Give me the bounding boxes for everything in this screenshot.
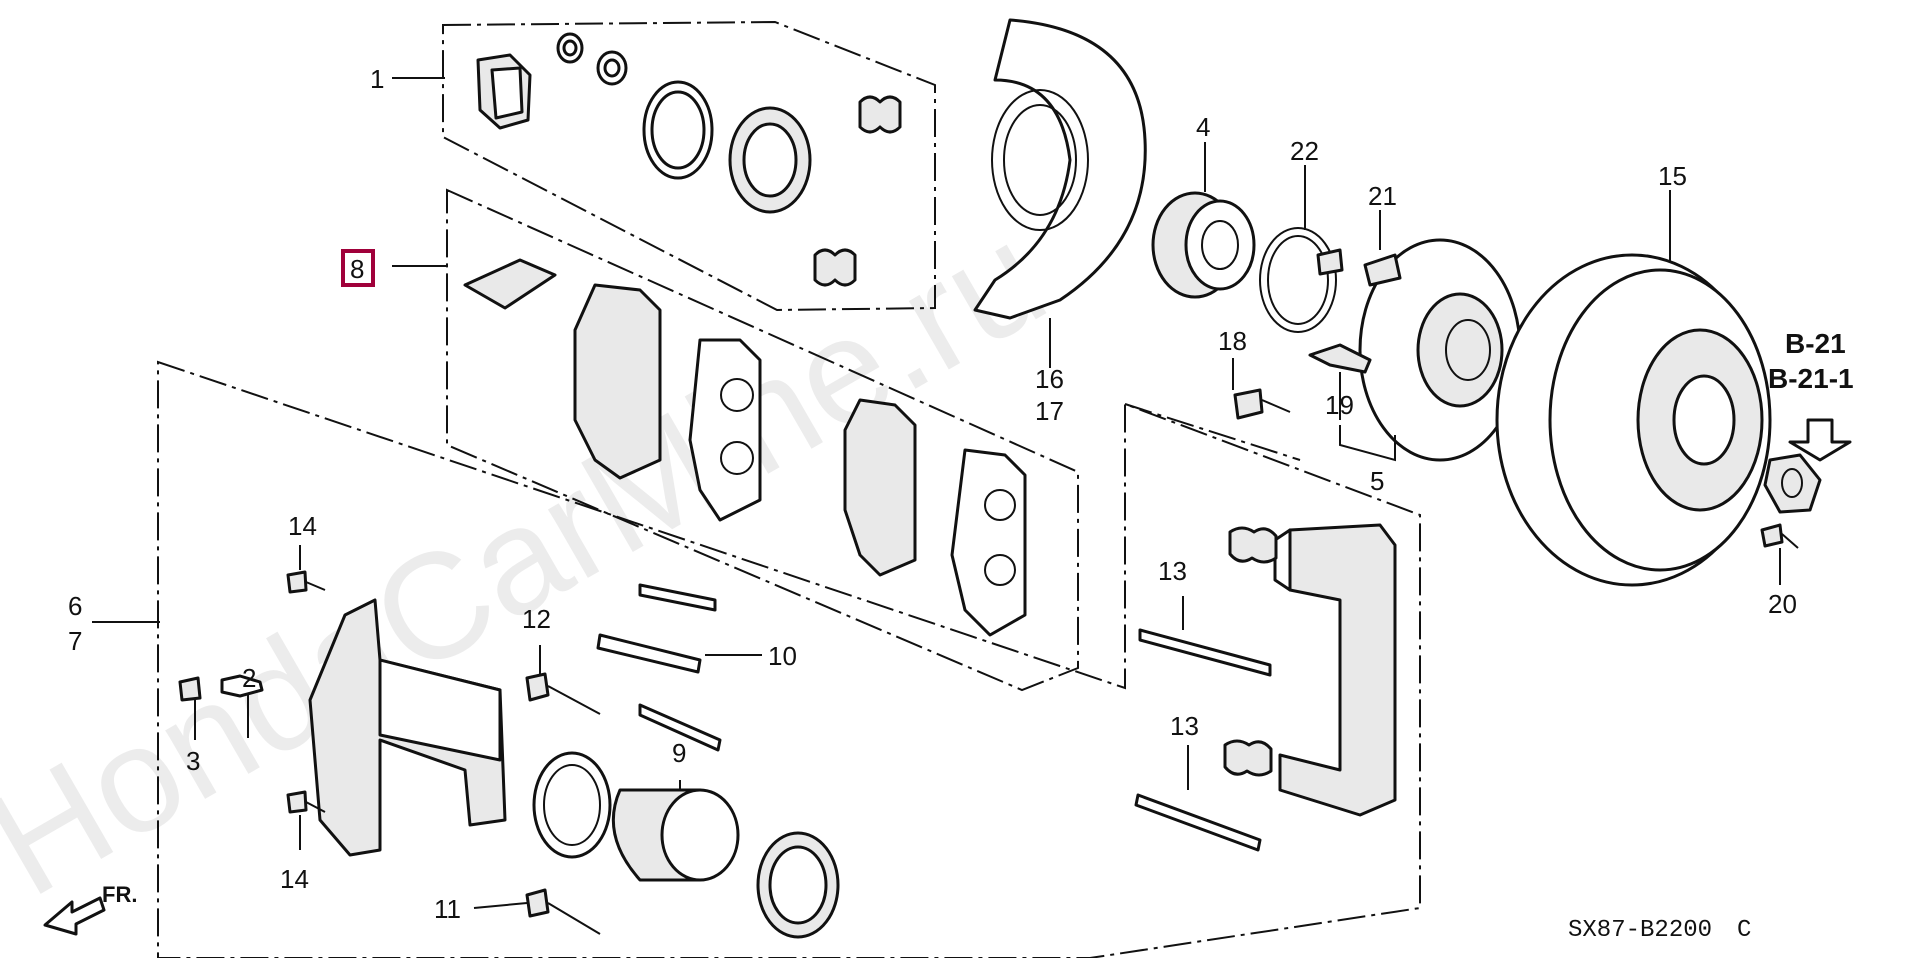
callout-20[interactable]: 20 [1768, 589, 1797, 619]
callout-3[interactable]: 3 [186, 746, 200, 776]
pad-set-parts [463, 258, 1027, 637]
callout-18[interactable]: 18 [1218, 326, 1247, 356]
callout-13a[interactable]: 13 [1158, 556, 1187, 586]
front-arrow-icon [43, 896, 106, 936]
callout-11[interactable]: 11 [434, 894, 461, 924]
callout-labels: 1 2 3 4 5 6 7 8 9 10 11 12 13 13 14 14 1… [68, 64, 1797, 924]
seal-kit-outline [442, 20, 936, 312]
splash-guard [973, 18, 1147, 320]
callout-16[interactable]: 16 [1035, 364, 1064, 394]
callout-8-highlight [341, 249, 375, 287]
leader-lines [92, 77, 1781, 909]
diagram-revision: C [1737, 917, 1751, 944]
ref-label-b21-1[interactable]: B-21-1 [1768, 363, 1854, 394]
caliper-bracket-outline [1124, 403, 1301, 461]
diagram-code: SX87-B2200 [1568, 917, 1712, 944]
callout-5[interactable]: 5 [1370, 466, 1384, 496]
direction-label: FR. [102, 882, 137, 907]
callout-9[interactable]: 9 [672, 738, 686, 768]
caliper-bracket [1273, 523, 1397, 817]
caliper-body [308, 598, 507, 857]
pad-set-outline [446, 188, 1079, 692]
ref-arrow-up-icon [1788, 418, 1852, 462]
callout-1[interactable]: 1 [370, 64, 384, 94]
callout-14b[interactable]: 14 [280, 864, 309, 894]
callout-7[interactable]: 7 [68, 626, 82, 656]
callout-14a[interactable]: 14 [288, 511, 317, 541]
callout-6[interactable]: 6 [68, 591, 82, 621]
callout-13b[interactable]: 13 [1170, 711, 1199, 741]
callout-19[interactable]: 19 [1325, 390, 1354, 420]
small-hardware [178, 248, 1799, 935]
callout-10[interactable]: 10 [768, 641, 797, 671]
callout-12[interactable]: 12 [522, 604, 551, 634]
callout-15[interactable]: 15 [1658, 161, 1687, 191]
front-direction-arrow: FR. [43, 882, 137, 936]
seal-kit-parts [476, 32, 902, 287]
callout-21[interactable]: 21 [1368, 181, 1397, 211]
piston-and-seals [532, 751, 840, 939]
callout-2[interactable]: 2 [242, 663, 256, 693]
hub-nut [1763, 418, 1852, 514]
callout-17[interactable]: 17 [1035, 396, 1064, 426]
callout-4[interactable]: 4 [1196, 112, 1210, 142]
hub-assembly [1151, 191, 1522, 462]
callout-8[interactable]: 8 [350, 254, 364, 284]
brake-disc [1495, 253, 1772, 587]
pad-retainers [596, 583, 1272, 852]
callout-22[interactable]: 22 [1290, 136, 1319, 166]
ref-label-b21[interactable]: B-21 [1785, 328, 1846, 359]
caliper-assembly-outline [157, 360, 1421, 958]
